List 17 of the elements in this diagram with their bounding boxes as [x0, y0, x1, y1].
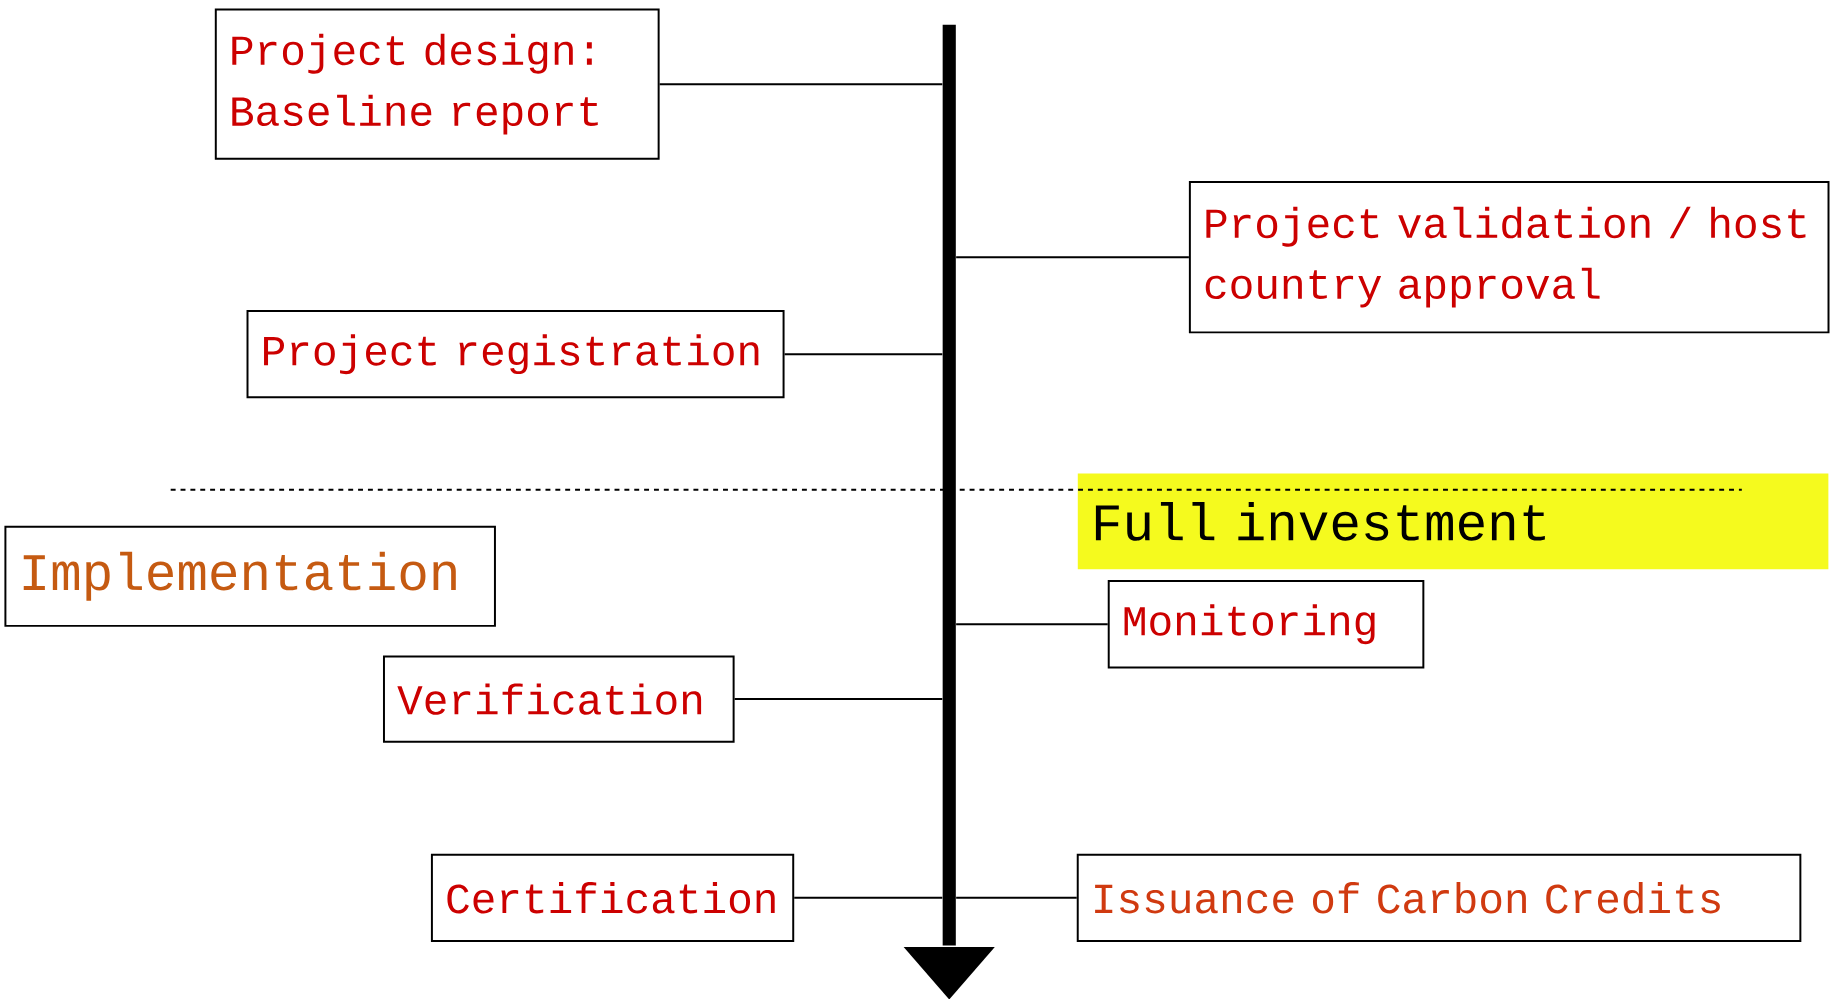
connector-line	[793, 896, 944, 899]
connector-line	[955, 896, 1078, 899]
step-box: Certification	[430, 853, 795, 942]
highlight-band: Full investment	[1077, 473, 1829, 569]
connector-line	[783, 353, 944, 355]
step-box: Project design: Baseline report	[214, 8, 660, 160]
connector-line	[733, 697, 944, 700]
step-box: Implementation	[4, 525, 496, 627]
connector-line	[955, 255, 1190, 258]
timeline-arrow	[903, 24, 995, 999]
step-box: Monitoring	[1107, 579, 1425, 669]
step-box: Verification	[383, 655, 735, 743]
step-box: Issuance of Carbon Credits	[1076, 853, 1802, 942]
step-box: Project validation / host country approval	[1188, 180, 1830, 334]
connector-line	[658, 82, 944, 85]
connector-line	[955, 623, 1109, 625]
step-box: Project registration	[246, 309, 785, 399]
